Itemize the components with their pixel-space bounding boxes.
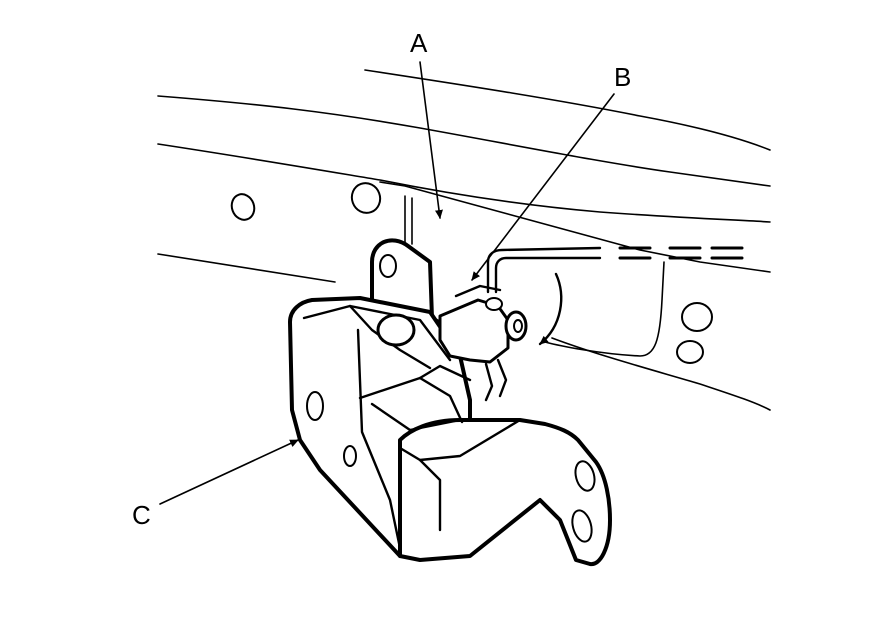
rotation-arrow [538,272,563,346]
cable-tool [486,246,744,294]
label-c: C [132,500,151,530]
panel-holes [230,182,713,364]
label-a: A [410,28,428,58]
hinge-body [288,238,612,567]
callout-leaders [159,61,615,505]
door-panel [157,69,771,411]
label-b: B [614,62,631,92]
leader-b [471,93,615,281]
leader-c [159,439,299,505]
leader-a [419,61,443,219]
